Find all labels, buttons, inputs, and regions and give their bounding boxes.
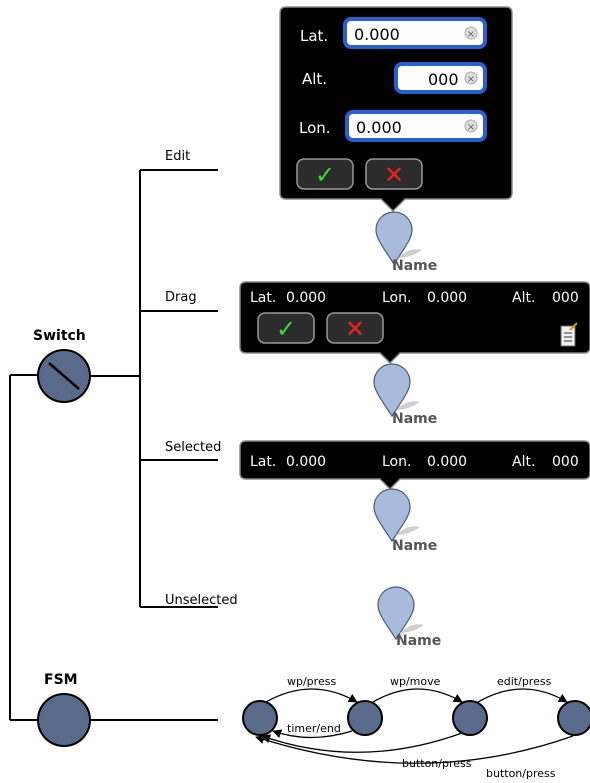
selected-pin-icon[interactable] [373,488,421,542]
selected-lon-value: 0.000 [427,454,467,470]
drag-lon-label: Lon. [382,290,411,306]
drag-pin-icon[interactable] [373,363,421,417]
unselected-pin-name: Name [396,633,441,649]
edit-lat-clear-glyph: × [467,29,475,40]
edit-cancel-icon: ✕ [384,161,404,189]
edit-alt-field[interactable] [394,62,487,94]
edit-cancel-button[interactable] [365,158,423,190]
edit-lon-clear-icon[interactable] [464,119,478,133]
switch-toggle-icon [48,362,80,390]
fsm-label-timer-end: timer/end [287,722,341,735]
fsm-arrow-button-press-drag [261,732,463,753]
switch-label: Switch [33,328,86,344]
edit-ok-icon: ✓ [315,161,335,189]
edit-lon-clear-glyph: × [467,122,475,133]
fsm-label-button-press-1: button/press [402,757,472,770]
edit-ok-button[interactable] [296,158,354,190]
fsm-label-wp-move: wp/move [390,675,441,688]
fsm-label-wp-press: wp/press [287,675,336,688]
fsm-arrow-wp-press [265,688,358,703]
drag-ok-button[interactable] [257,312,315,344]
fsm-arrow-edit-press [477,688,568,703]
edit-panel: Lat. 0.000 × Alt. 000 × Lon. 0.000 × ✓ ✕ [279,6,513,213]
drag-lat-value: 0.000 [286,290,326,306]
selected-pin-name: Name [392,538,437,554]
drag-alt-value: 000 [552,290,579,306]
edit-lon-value: 0.000 [356,118,402,137]
edit-alt-label: Alt. [302,70,327,88]
drag-cancel-icon: ✕ [345,315,365,343]
branch-unselected-label: Unselected [165,593,238,608]
fsm-label: FSM [44,672,78,688]
fsm-arrow-button-press-edit [255,735,574,764]
edit-lon-label: Lon. [299,119,331,137]
edit-lat-clear-icon[interactable] [464,26,478,40]
fsm-state-unselected[interactable] [242,700,278,736]
drag-ok-icon: ✓ [276,315,296,343]
drag-panel: Lat. 0.000 Lon. 0.000 Alt. 000 ✓ ✕ [239,281,590,365]
notepad-icon[interactable] [560,322,578,347]
fsm-arrow-wp-move [372,688,463,703]
edit-lon-field[interactable] [345,110,487,142]
drag-alt-label: Alt. [512,290,535,306]
edit-lat-value: 0.000 [354,25,400,44]
fsm-label-button-press-2: button/press [486,767,556,780]
edit-lat-field[interactable] [343,17,487,49]
drag-lon-value: 0.000 [427,290,467,306]
edit-pin-name: Name [392,258,437,274]
selected-alt-label: Alt. [512,454,535,470]
fsm-arrow-timer-end [272,729,353,739]
selected-alt-value: 000 [552,454,579,470]
edit-alt-value: 000 [428,70,459,89]
edit-lat-label: Lat. [300,27,328,45]
edit-pin-icon[interactable] [375,211,423,265]
fsm-node[interactable] [37,693,91,747]
selected-lat-label: Lat. [250,454,276,470]
fsm-label-edit-press: edit/press [497,675,552,688]
fsm-state-edit[interactable] [557,700,590,736]
fsm-state-drag[interactable] [452,700,488,736]
drag-cancel-button[interactable] [326,312,384,344]
selected-panel: Lat. 0.000 Lon. 0.000 Alt. 000 [239,440,590,491]
branch-edit-label: Edit [165,149,190,164]
selected-lon-label: Lon. [382,454,411,470]
branch-drag-label: Drag [165,290,197,305]
drag-pin-name: Name [392,411,437,427]
edit-alt-clear-glyph: × [467,74,475,85]
selected-lat-value: 0.000 [286,454,326,470]
branch-selected-label: Selected [165,440,221,455]
fsm-state-selected[interactable] [347,700,383,736]
edit-alt-clear-icon[interactable] [464,71,478,85]
drag-lat-label: Lat. [250,290,276,306]
unselected-pin-icon[interactable] [377,586,425,640]
